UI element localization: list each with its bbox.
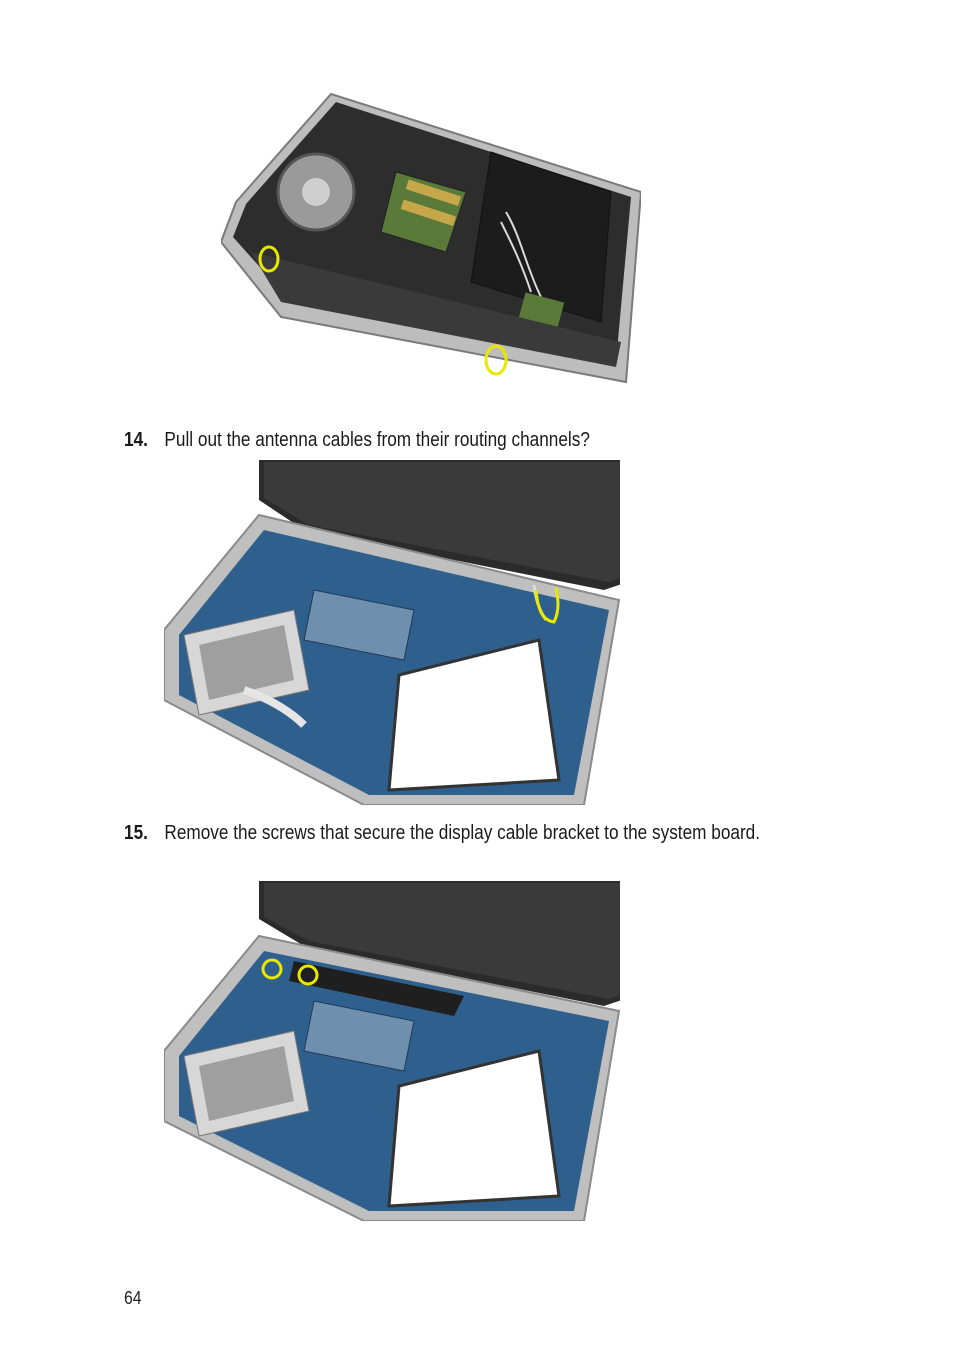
screw-callout xyxy=(258,245,280,273)
step-text: Remove the screws that secure the displa… xyxy=(164,822,761,844)
system-board-illustration xyxy=(164,881,620,1221)
system-board-illustration xyxy=(164,460,620,805)
laptop-bottom-illustration xyxy=(221,92,641,384)
figure-system-board-antenna xyxy=(164,460,620,805)
figure-laptop-bottom xyxy=(221,92,641,392)
page-number: 64 xyxy=(124,1288,142,1308)
screw-callout xyxy=(261,958,283,980)
figure-system-board-bracket xyxy=(164,881,620,1221)
step-number: 14. xyxy=(124,429,148,451)
step-number: 15. xyxy=(124,822,148,844)
step-text: Pull out the antenna cables from their r… xyxy=(164,429,590,451)
screw-callout xyxy=(484,344,508,376)
screw-callout xyxy=(297,964,319,986)
antenna-cable-callout xyxy=(534,587,560,624)
